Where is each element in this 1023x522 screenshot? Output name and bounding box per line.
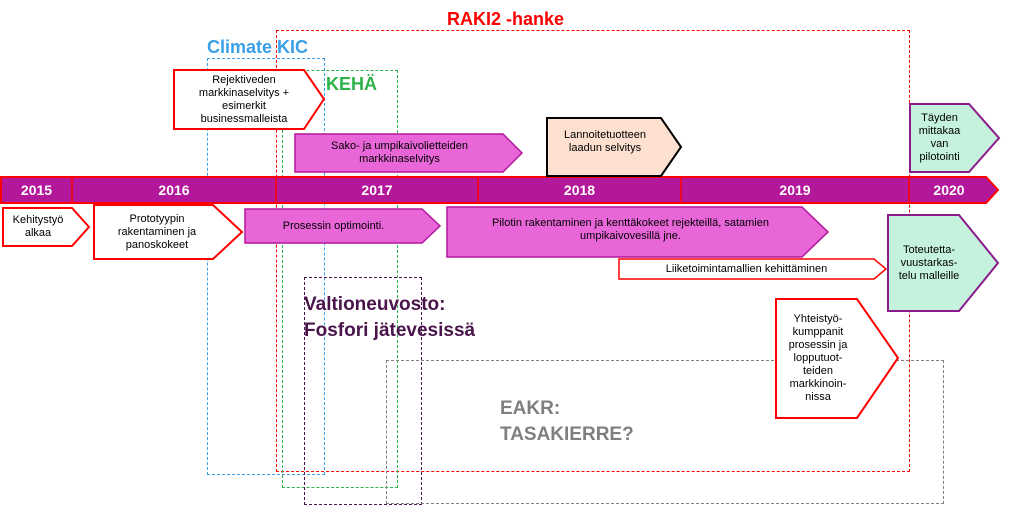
year-2015: 2015: [20, 182, 53, 198]
task-liiketoiminta: Liiketoimintamallien kehittäminen: [618, 258, 888, 280]
eakr-box: [386, 360, 944, 504]
year-2016: 2016: [158, 182, 190, 198]
task-tayden: Täyden mittakaa van pilotointi: [909, 103, 1001, 173]
task-kehitystyo: Kehitystyö alkaa: [2, 207, 91, 247]
timeline-bar: [0, 176, 1000, 204]
valtioneuvosto-line2: Fosfori jätevesissä: [304, 320, 476, 341]
task-prototyypin: Prototyypin rakentaminen ja panoskokeet: [93, 204, 244, 260]
climate-kic-label: Climate KIC: [207, 37, 309, 57]
eakr-line2: TASAKIERRE?: [500, 424, 634, 445]
climate-kic-box: [207, 58, 325, 475]
task-yhteistyo: Yhteistyö-kumppanit prosessin ja lopputu…: [775, 298, 900, 419]
keha-label: KEHÄ: [326, 74, 378, 94]
keha-box: [282, 70, 398, 488]
year-2020: 2020: [933, 182, 965, 198]
year-2018: 2018: [563, 182, 596, 198]
eakr-label: EAKR: TASAKIERRE?: [500, 396, 634, 448]
task-pilotin: Pilotin rakentaminen ja kenttäkokeet rej…: [446, 206, 830, 258]
task-toteutettavuus: Toteutetta-vuustarkas-telu malleille: [887, 214, 1000, 312]
valtioneuvosto-line1: Valtioneuvosto:: [304, 294, 446, 315]
eakr-line1: EAKR:: [500, 398, 561, 419]
raki2-label: RAKI2 -hanke: [447, 9, 565, 29]
task-prosessin: Prosessin optimointi.: [244, 208, 442, 244]
task-rejektiveden: Rejektiveden markkinaselvitys + esimerki…: [173, 69, 326, 130]
valtioneuvosto-box: [304, 277, 422, 505]
valtioneuvosto-label: Valtioneuvosto: Fosfori jätevesissä: [304, 292, 475, 344]
year-2017: 2017: [361, 182, 393, 198]
task-sako: Sako- ja umpikaivolietteiden markkinasel…: [294, 133, 524, 173]
task-lannoite: Lannoitetuotteen laadun selvitys: [546, 117, 683, 177]
year-2019: 2019: [779, 182, 811, 198]
